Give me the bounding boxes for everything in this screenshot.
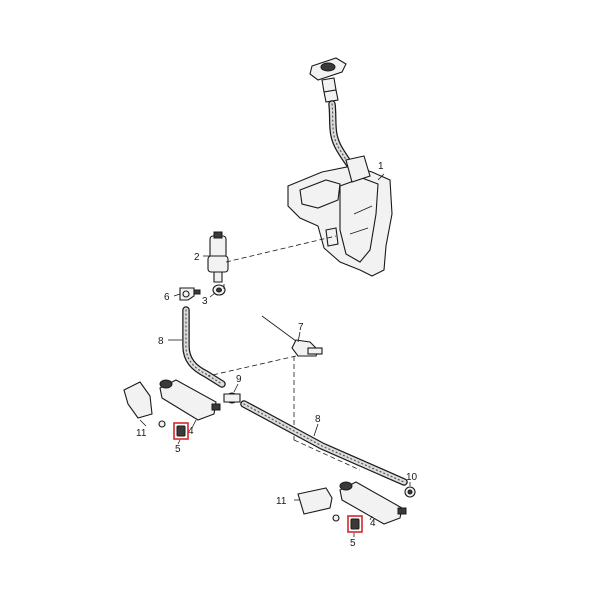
pump-grommet	[212, 284, 226, 296]
cover-right	[297, 487, 333, 515]
leader-6	[173, 293, 181, 297]
callout-8a: 8	[158, 336, 164, 347]
callout-6: 6	[164, 292, 170, 303]
callout-2: 2	[194, 252, 200, 263]
highlight-box-right	[347, 515, 363, 533]
callout-9: 9	[236, 374, 242, 385]
assembly-line-bracket-a	[207, 355, 297, 377]
callout-10: 10	[406, 472, 418, 483]
leader-1	[377, 173, 385, 181]
highlight-box-left	[173, 422, 189, 440]
callout-4b: 4	[370, 518, 376, 529]
leader-4a	[191, 419, 197, 429]
leader-8b	[313, 423, 319, 437]
callout-5b: 5	[350, 538, 356, 549]
hose-tee	[223, 392, 241, 404]
hose-elbow	[179, 287, 201, 301]
washer-pump	[207, 231, 229, 283]
callout-1: 1	[378, 161, 384, 172]
cross-hose	[240, 400, 408, 486]
cover-left	[123, 381, 153, 419]
leader-11a	[139, 419, 147, 427]
clip-left	[158, 420, 189, 440]
callout-7: 7	[298, 322, 304, 333]
callout-8b: 8	[315, 414, 321, 425]
hose-connector	[404, 486, 416, 498]
callout-4a: 4	[188, 426, 194, 437]
assembly-line-bracket-c	[293, 439, 361, 471]
leader-7	[297, 331, 301, 343]
leader-4b	[369, 515, 373, 521]
callout-5a: 5	[175, 444, 181, 455]
leader-3	[209, 292, 216, 298]
leader-5a	[177, 439, 181, 445]
filler-cap	[309, 57, 347, 103]
washer-fluid-reservoir	[287, 155, 393, 277]
clip-right	[332, 514, 363, 533]
callout-11b: 11	[276, 496, 287, 507]
nozzle-right	[339, 481, 407, 525]
callout-11a: 11	[136, 428, 147, 439]
leader-9	[233, 383, 239, 393]
main-hose	[182, 306, 226, 388]
callout-3: 3	[202, 296, 208, 307]
hose-bracket	[261, 315, 323, 357]
nozzle-left	[159, 379, 221, 421]
assembly-line-pump	[225, 235, 337, 263]
